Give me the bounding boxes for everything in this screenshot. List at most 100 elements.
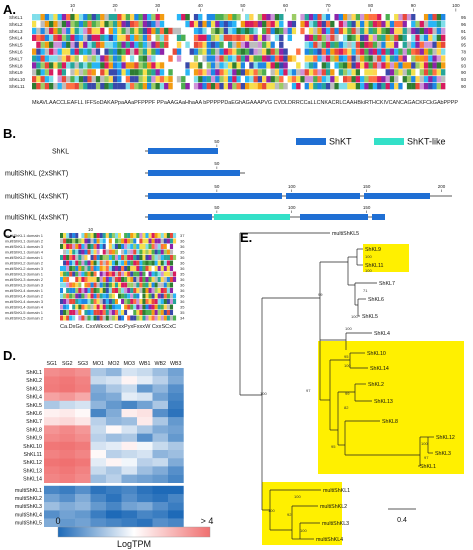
heatmap-cell [75,392,91,401]
residue-cell [129,41,135,48]
residue-cell [159,76,165,83]
residue-cell [99,260,103,266]
residue-cell [428,55,433,62]
residue-cell [96,249,100,255]
leaf-label: ShKL3 [435,451,451,457]
heatmap-cell [44,466,60,475]
heatmap-cell [137,392,153,401]
heatmap-cell [106,433,122,442]
residue-cell [134,27,139,35]
residue-cell [100,55,105,62]
residue-cell [108,69,114,76]
residue-cell [60,304,64,310]
residue-cell [83,48,88,55]
residue-cell [415,83,420,90]
heatmap-cell [59,433,76,442]
residue-cell [432,76,437,83]
heatmap-cell [152,510,169,519]
domain-name: multiShKL3 domain 1 [5,272,44,277]
residue-cell [32,48,37,55]
residue-cell [355,14,361,21]
residue-cell [84,260,88,266]
residue-cell [112,41,118,48]
residue-cell [321,83,327,90]
residue-cell [148,310,152,315]
residue-cell [133,299,137,304]
residue-cell [377,48,382,55]
ruler-tick-label: 100 [452,3,460,8]
residue-cell [432,34,437,41]
residue-cell [206,48,212,55]
residue-cell [232,55,237,62]
residue-cell [381,83,386,90]
residue-cell [394,34,399,41]
residue-cell [423,48,429,55]
residue-cell [117,62,122,69]
heatmap-cell [168,485,184,495]
residue-cell [313,76,318,83]
residue-cell [118,255,122,260]
residue-cell [121,238,125,244]
residue-cell [87,266,91,271]
heatmap-cell [75,510,91,519]
domain-name: multiShKL4 domain 1 [5,288,44,293]
residue-cell [176,27,182,35]
heatmap-cell [168,425,184,434]
residue-cell [130,244,134,249]
residue-cell [74,83,80,90]
domain-residues [60,260,174,266]
heatmap-cell [121,400,138,410]
residue-cell [163,282,167,288]
residue-cell [84,293,88,299]
residue-cell [147,48,152,55]
residue-cell [317,41,322,48]
residue-cell [93,304,97,310]
residue-cell [60,271,64,277]
residue-cell [81,244,85,249]
residue-cell [127,260,131,266]
residue-cell [227,83,233,90]
residue-cell [151,310,155,315]
residue-cell [133,293,137,299]
residue-cell [60,277,64,282]
residue-cell [163,288,167,293]
residue-cell [111,255,116,260]
residue-cell [334,69,339,76]
residue-cell [440,76,446,83]
residue-cell [389,27,395,35]
residue-cell [99,271,103,277]
residue-cell [72,277,76,282]
residue-cell [198,48,203,55]
residue-cell [151,14,156,21]
residue-cell [351,62,356,69]
residue-cell [90,260,94,266]
residue-cell [99,304,103,310]
domain-name: multiShKL4 domain 3 [5,299,44,304]
residue-cell [169,310,174,315]
residue-cell [406,20,412,28]
residue-cell [84,266,88,271]
residue-cell [147,83,152,90]
residue-cell [114,271,119,277]
residue-cell [87,83,92,90]
residue-cell [223,20,229,28]
residue-cell [130,315,134,321]
residue-cell [287,76,293,83]
residue-cell [142,55,148,62]
residue-cell [385,20,390,28]
residue-cell [78,277,82,282]
residue-cell [83,27,88,35]
residue-cell [133,277,137,282]
heatmap-cell [121,368,138,377]
residue-cell [364,83,369,90]
sequence-residues [32,14,446,21]
residue-cell [78,288,82,293]
residue-cell [69,238,73,244]
residue-cell [108,76,114,83]
residue-cell [304,20,310,28]
residue-cell [436,76,442,83]
residue-cell [368,76,373,83]
residue-cell [377,69,382,76]
residue-cell [104,48,109,55]
residue-cell [279,69,284,76]
